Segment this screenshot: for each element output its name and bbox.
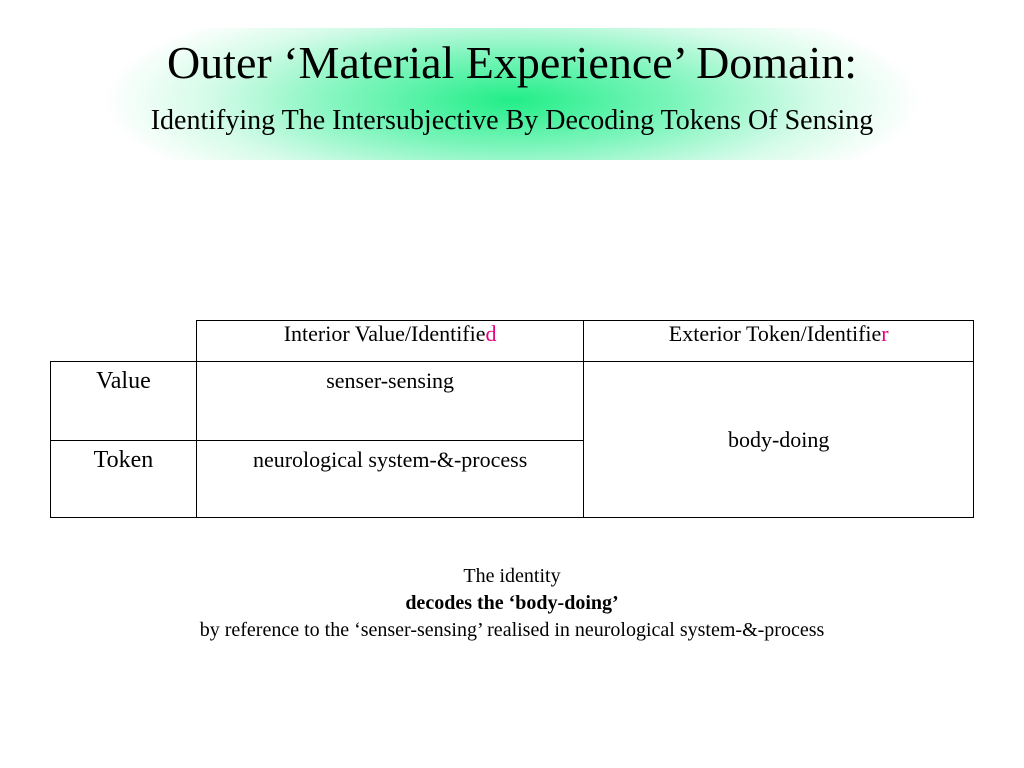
- page-subtitle: Identifying The Intersubjective By Decod…: [150, 105, 874, 136]
- header-exterior-accent: r: [881, 321, 889, 346]
- table-header-row: Interior Value/Identified Exterior Token…: [50, 320, 974, 362]
- row-label-value: Value: [50, 361, 197, 441]
- table-row-value: Value senser-sensing body-doing: [50, 361, 974, 518]
- caption-line-2: decodes the ‘body-doing’: [405, 592, 619, 614]
- identity-table: Interior Value/Identified Exterior Token…: [50, 320, 974, 518]
- header-exterior: Exterior Token/Identifier: [583, 320, 974, 362]
- title-banner: [48, 28, 976, 160]
- table-row-token: Token neurological system-&-process: [50, 440, 974, 518]
- caption-block: The identity decodes the ‘body-doing’ by…: [0, 563, 1024, 644]
- header-interior-accent: d: [485, 321, 497, 346]
- cell-token-interior: neurological system-&-process: [195, 440, 585, 518]
- cell-value-interior: senser-sensing: [195, 361, 585, 441]
- caption-line-3: by reference to the ‘senser-sensing’ rea…: [199, 619, 825, 641]
- header-interior: Interior Value/Identified: [195, 320, 585, 362]
- header-exterior-text: Exterior Token/Identifie: [668, 321, 882, 346]
- page-title: Outer ‘Material Experience’ Domain:: [166, 37, 858, 88]
- header-interior-text: Interior Value/Identifie: [283, 321, 486, 346]
- row-label-token: Token: [50, 440, 197, 518]
- table-corner-cell: [50, 320, 197, 362]
- cell-exterior-merged: body-doing: [583, 361, 974, 518]
- caption-line-1: The identity: [463, 565, 561, 587]
- cell-exterior-text: body-doing: [727, 426, 830, 452]
